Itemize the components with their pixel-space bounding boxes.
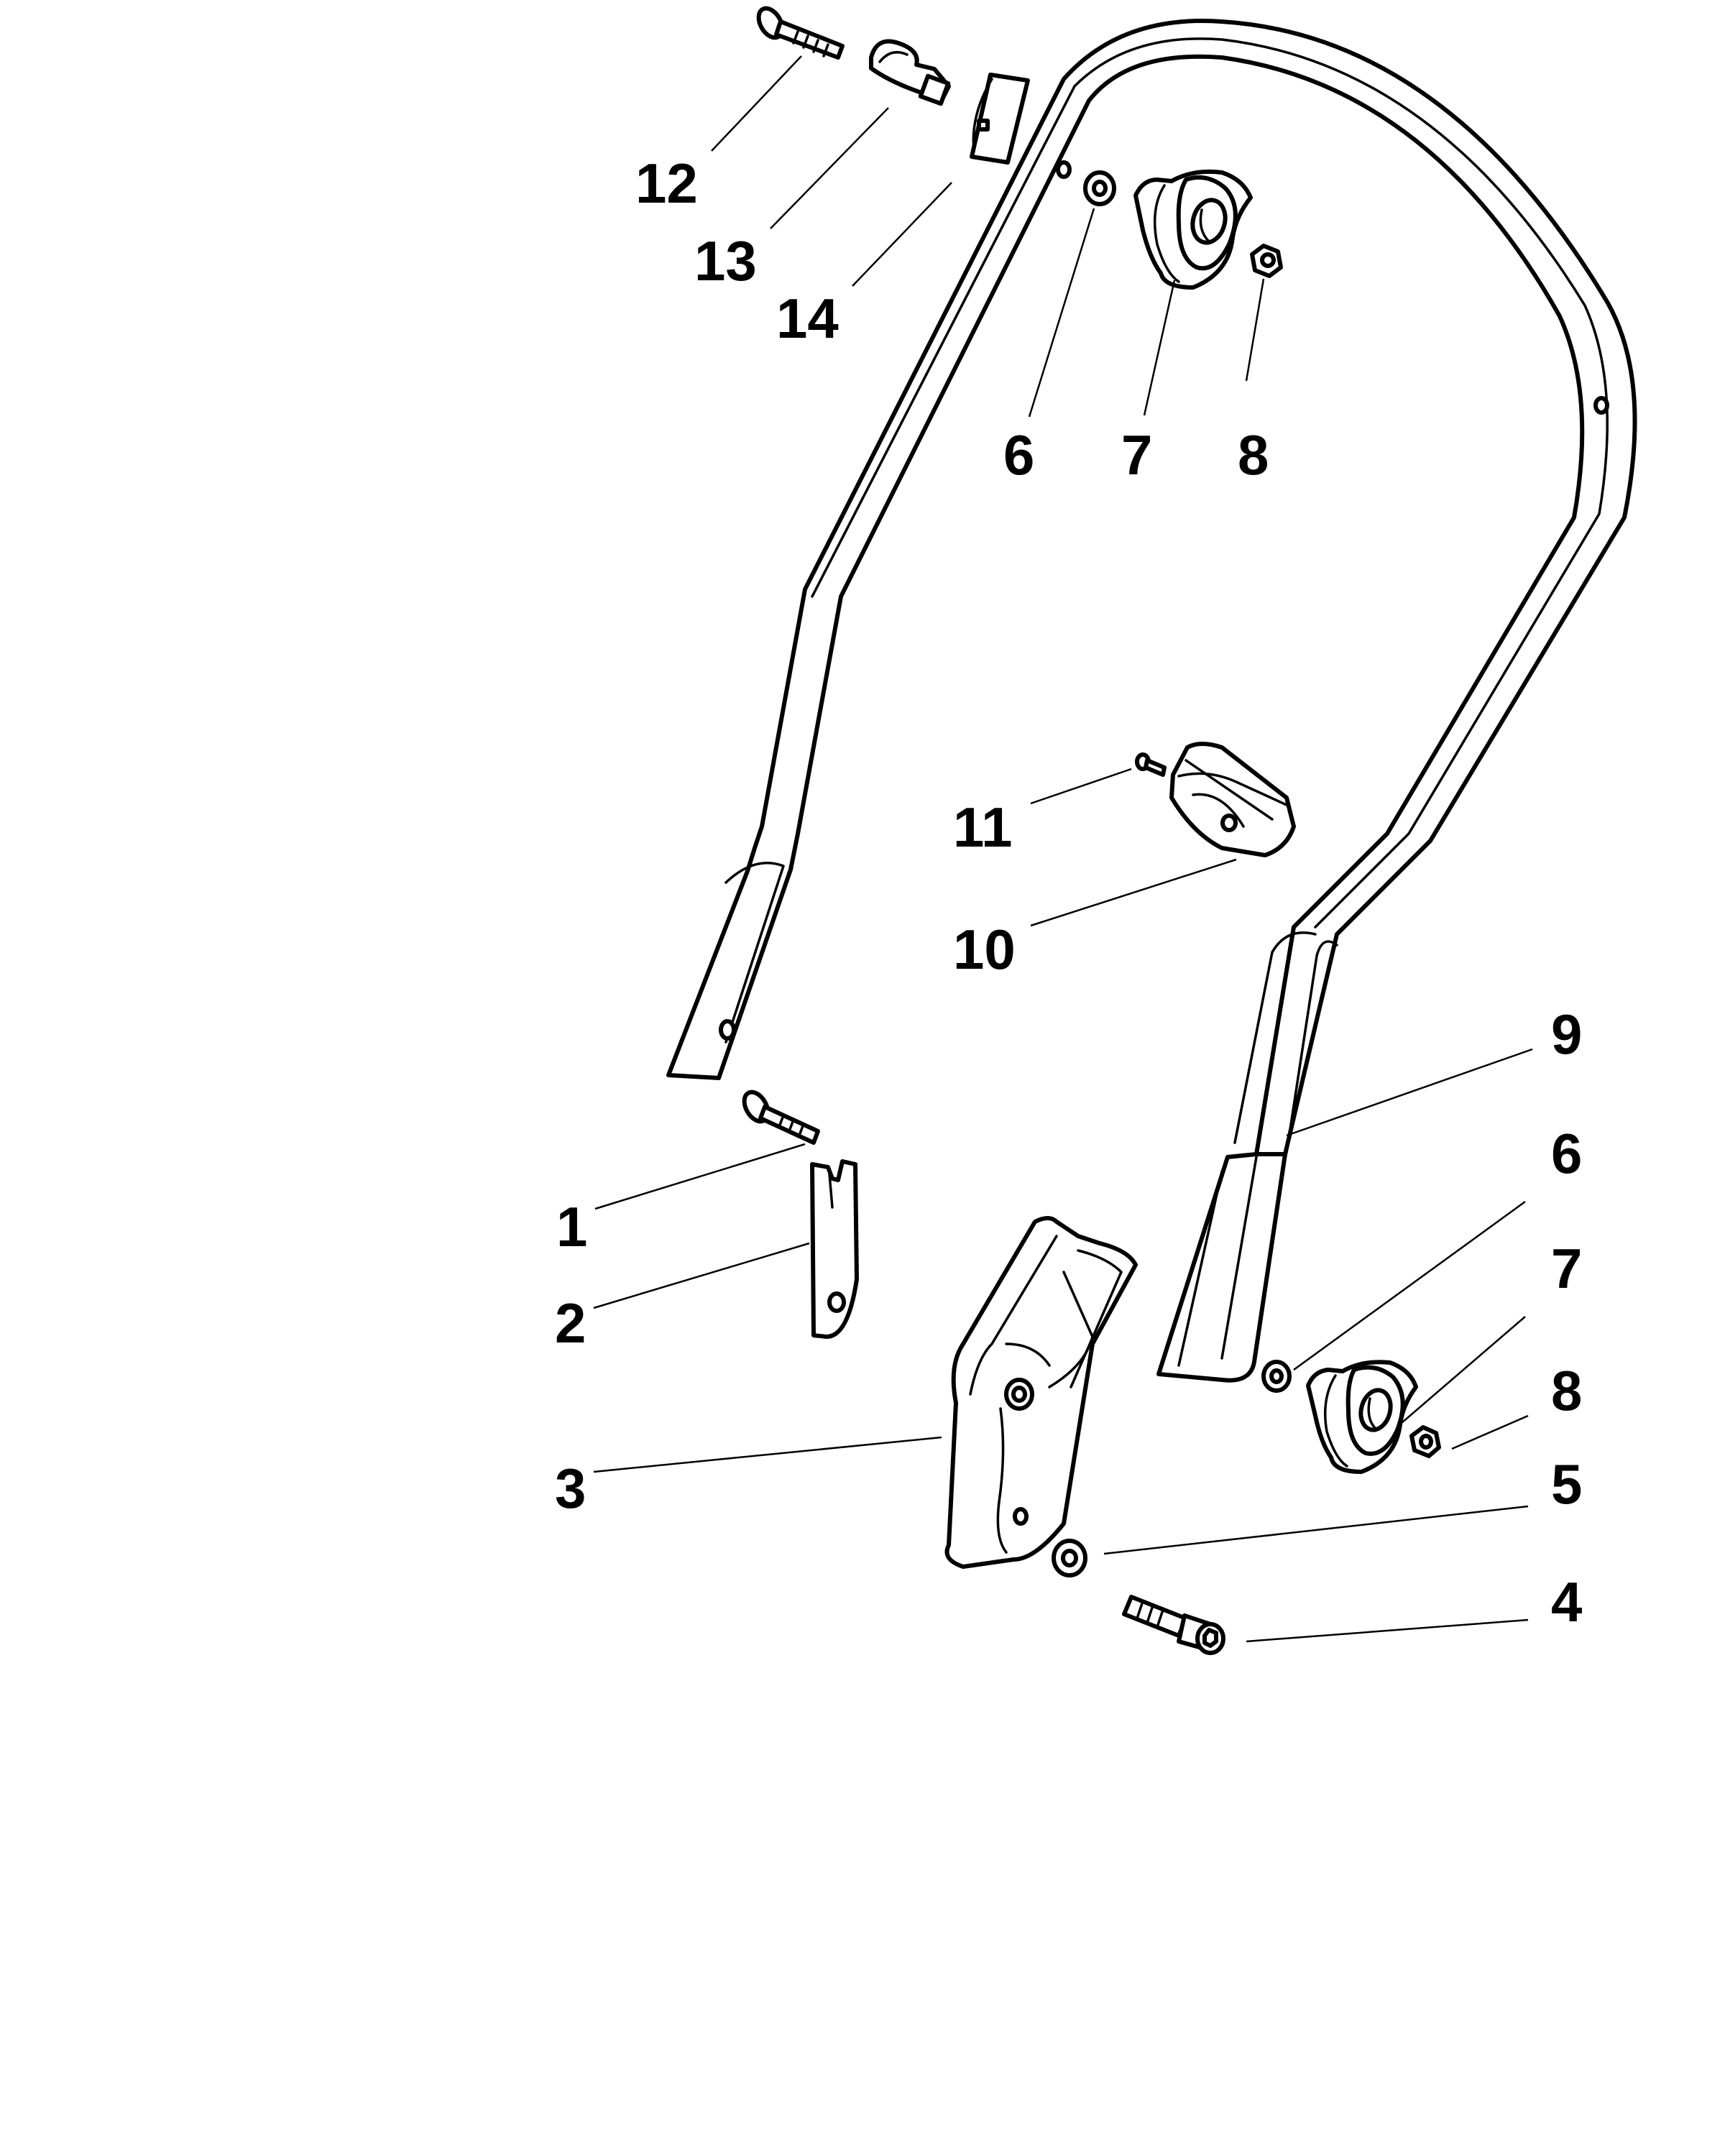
carriage-bolt-12: [756, 6, 845, 60]
hole: [1593, 396, 1609, 415]
star-knob-7-lower: [1306, 1360, 1418, 1474]
callout-7-lower: 7: [1551, 1237, 1582, 1300]
callout-2: 2: [555, 1291, 586, 1355]
lower-bracket-3: [944, 1216, 1138, 1569]
callout-9: 9: [1551, 1003, 1582, 1066]
washer-5: [1052, 1539, 1087, 1577]
callout-7-top: 7: [1121, 423, 1152, 487]
callout-8-lower: 8: [1551, 1359, 1582, 1422]
clamp-plate-14: [970, 73, 1030, 165]
hole: [1056, 160, 1072, 179]
lock-plate-2: [810, 1159, 859, 1339]
screw-11: [1135, 752, 1167, 777]
washer-6-lower: [1261, 1360, 1292, 1393]
cable-clip-13: [869, 39, 951, 106]
callout-5: 5: [1551, 1452, 1582, 1516]
callout-11: 11: [953, 796, 1012, 859]
leader-lines: [593, 55, 1533, 1643]
callout-8-top: 8: [1238, 423, 1269, 487]
callout-3: 3: [555, 1457, 586, 1520]
carriage-bolt-1: [742, 1089, 820, 1145]
callout-6-top: 6: [1003, 423, 1034, 487]
star-knob-7-top: [1133, 169, 1253, 290]
hole: [719, 1019, 736, 1041]
washer-6-top: [1083, 170, 1116, 206]
callout-10: 10: [953, 918, 1016, 981]
handlebar-right-foot: [1156, 1152, 1287, 1383]
callout-12: 12: [635, 152, 698, 215]
callout-14: 14: [776, 287, 839, 350]
callout-1: 1: [556, 1195, 587, 1258]
callout-labels: 12 13 14 6 7 8 11 10 9 1 6 2 7 8 3 5 4: [555, 152, 1582, 1634]
cable-guide-10: [1169, 742, 1296, 857]
callout-6-lower: 6: [1551, 1122, 1582, 1185]
callout-4: 4: [1551, 1570, 1582, 1634]
socket-bolt-4: [1122, 1595, 1225, 1655]
hex-nut-8-top: [1250, 244, 1283, 278]
hex-nut-8-lower: [1409, 1425, 1441, 1458]
callout-13: 13: [694, 229, 757, 292]
